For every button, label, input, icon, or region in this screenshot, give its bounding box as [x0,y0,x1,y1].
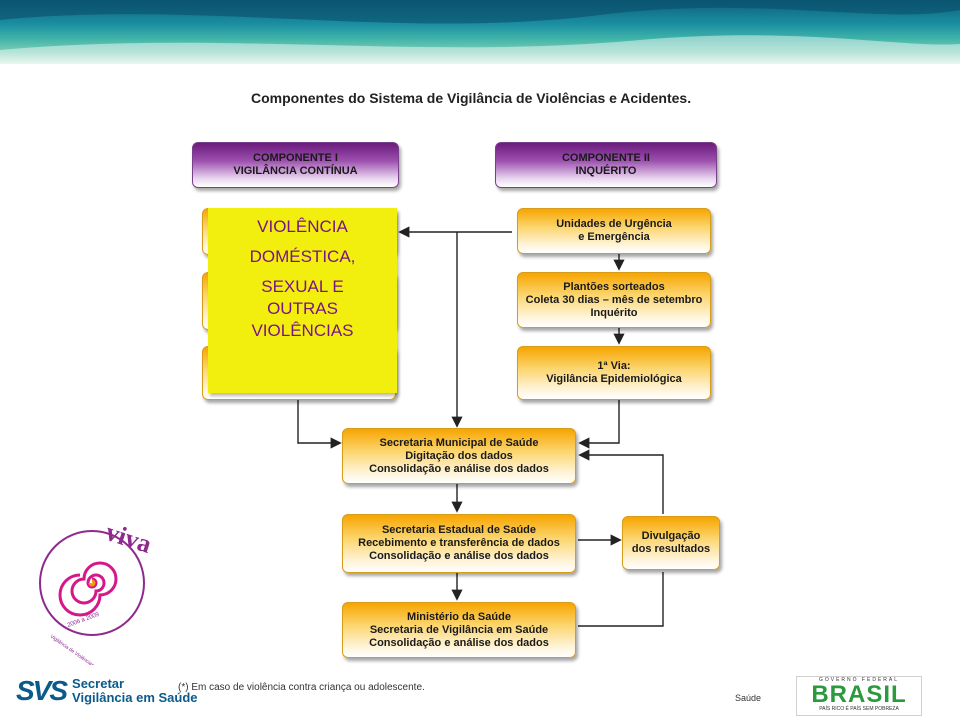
municipal-line2: Digitação dos dados [405,449,513,462]
urgency-units-line2: e Emergência [578,231,650,243]
footnote: (*) Em caso de violência contra criança … [178,682,425,693]
state-line3: Consolidação e análise dos dados [369,550,549,562]
footer-white-patch [640,645,775,720]
urgency-units-line1: Unidades de Urgência [556,218,672,230]
svs-logo-mark: SVS [16,675,68,706]
svs-line1: Secretar [72,676,125,691]
state-line1: Secretaria Estadual de Saúde [381,524,537,536]
top-banner [0,0,960,64]
ministry-box: Ministério da Saúde Secretaria de Vigilâ… [342,602,576,658]
component-2-header: COMPONENTE II INQUÉRITO [495,142,717,188]
component-1-line1: COMPONENTE I [253,152,338,164]
dissemination-box: Divulgação dos resultados [622,516,720,570]
shifts-line1: Plantões sorteados [563,280,665,293]
ministry-line3: Consolidação e análise dos dados [369,636,549,649]
brasil-top-text: GOVERNO FEDERAL [818,677,899,683]
state-line2: Recebimento e transferência de dados [358,537,560,549]
saude-label: Saúde [735,693,762,703]
dissemination-line2: dos resultados [631,543,711,555]
brasil-government-logo: GOVERNO FEDERAL BRASIL PAÍS RICO É PAÍS … [796,676,922,716]
overlay-line-2: DOMÉSTICA, [249,247,356,266]
ministry-line2: Secretaria de Vigilância em Saúde [369,623,549,636]
overlay-line-4: OUTRAS [267,299,338,318]
brasil-word: BRASIL [811,681,907,708]
overlay-line-1: VIOLÊNCIA [257,217,348,236]
first-copy-line2: Vigilância Epidemiológica [546,373,682,385]
svs-logo: SVS Secretar Vigilância em Saúde [16,677,198,705]
municipal-line3: Consolidação e análise dos dados [369,462,549,475]
component-1-line2: VIGILÂNCIA CONTÍNUA [233,165,358,177]
municipal-line1: Secretaria Municipal de Saúde [379,436,539,449]
component-1-header: COMPONENTE I VIGILÂNCIA CONTÍNUA [192,142,399,188]
state-secretariat-box: Secretaria Estadual de Saúde Recebimento… [342,514,576,573]
violence-type-overlay: VIOLÊNCIA DOMÉSTICA, SEXUAL E OUTRAS VIO… [208,208,397,393]
component-2-line1: COMPONENTE II [561,152,650,164]
page-title: Componentes do Sistema de Vigilância de … [251,90,692,106]
overlay-line-3: SEXUAL E [261,277,344,296]
dissemination-line1: Divulgação [641,530,701,542]
first-copy-line1: 1ª Via: [597,360,631,372]
viva-ring-text: Vigilância de Violências e Acidentes [49,634,118,665]
shifts-line2: Coleta 30 dias – mês de setembro [525,293,703,306]
shifts-line3: Inquérito [590,306,638,319]
banner-wave-decoration [0,0,960,64]
svs-line2: Vigilância em Saúde [72,690,198,705]
ministry-line1: Ministério da Saúde [407,610,511,623]
overlay-line-5: VIOLÊNCIAS [251,321,354,340]
urgency-units-box: Unidades de Urgência e Emergência [517,208,711,254]
shifts-box: Plantões sorteados Coleta 30 dias – mês … [517,272,711,328]
component-2-line2: INQUÉRITO [575,165,637,177]
svs-logo-text: Secretar Vigilância em Saúde [72,677,197,705]
viva-logo: viva 2006 a 2009 Vigilância de Violência… [39,517,155,665]
first-copy-box: 1ª Via: Vigilância Epidemiológica [517,346,711,400]
brasil-bottom-text: PAÍS RICO É PAÍS SEM POBREZA [819,706,899,712]
municipal-secretariat-box: Secretaria Municipal de Saúde Digitação … [342,428,576,484]
viva-word: viva [102,517,155,559]
